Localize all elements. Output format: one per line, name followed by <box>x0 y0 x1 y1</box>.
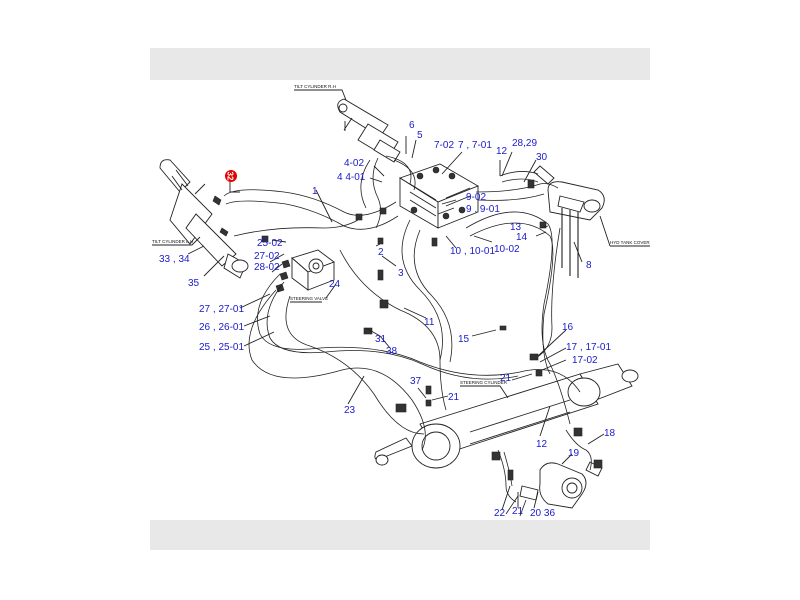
callout-22: 22 <box>494 508 506 519</box>
callout-37: 37 <box>410 376 422 387</box>
callout-10: 10 , 10-01 <box>450 246 495 257</box>
steering-valve <box>275 249 335 293</box>
callout-23: 23 <box>344 405 356 416</box>
callout-25: 25 , 25-01 <box>199 342 244 353</box>
callout-2: 2 <box>378 247 384 258</box>
callout-1: 1 <box>312 186 318 197</box>
bottom-gray-band <box>150 520 650 550</box>
callout-28-02: 28-02 <box>254 262 280 273</box>
callout-31: 31 <box>375 334 387 345</box>
tilt-cylinder-rh <box>337 98 401 163</box>
callout-4: 4 4-01 <box>337 172 366 183</box>
tag-tilt-cylinder-lh: TILT CYLINDER L.H <box>152 239 193 244</box>
callout-27-02: 27-02 <box>254 251 280 262</box>
callout-27: 27 , 27-01 <box>199 304 244 315</box>
callout-12-bottom: 12 <box>536 439 548 450</box>
callout-9: 9 , 9-01 <box>466 204 500 215</box>
callout-30: 30 <box>536 152 548 163</box>
tag-tilt-cylinder-rh: TILT CYLINDER R.H <box>294 84 336 89</box>
control-valve-block <box>398 163 480 229</box>
highlighted-callout-32: 32 <box>225 170 237 182</box>
callout-21-mid: 21 <box>448 392 460 403</box>
callout-18: 18 <box>604 428 616 439</box>
hoses <box>223 155 592 517</box>
top-gray-band <box>150 48 650 80</box>
tilt-cylinder-lh <box>159 159 249 279</box>
tag-steering-valve: STEERING VALVE <box>290 296 328 301</box>
callout-21-bottom: 21 <box>512 506 524 517</box>
callout-19: 19 <box>568 448 580 459</box>
callout-21-right: 21 <box>500 373 512 384</box>
callout-13: 13 <box>510 222 522 233</box>
steering-cylinder <box>374 363 639 469</box>
callout-26: 26 , 26-01 <box>199 322 244 333</box>
leader-lines <box>187 136 605 511</box>
callout-4-02: 4-02 <box>344 158 364 169</box>
callout-17-02: 17-02 <box>572 355 598 366</box>
tag-steering-cylinder: STEERING CYLINDER <box>460 380 508 385</box>
callout-11: 11 <box>424 317 435 328</box>
callout-6: 6 <box>409 120 415 131</box>
callout-38: 38 <box>386 346 398 357</box>
callout-20-36: 20 36 <box>530 508 555 519</box>
callout-9-02: 9-02 <box>466 192 486 203</box>
highlight-marker <box>225 170 237 182</box>
callout-12-top: 12 <box>496 146 508 157</box>
tag-hyd-tank-cover: HYD TANK COVER <box>610 240 650 245</box>
callout-labels: 6 5 7-02 7 , 7-01 12 28,29 30 4-02 4 4-0… <box>159 120 616 519</box>
callout-35: 35 <box>188 278 200 289</box>
callout-7: 7 , 7-01 <box>458 140 492 151</box>
steering-pump <box>519 461 603 509</box>
callout-14: 14 <box>516 232 528 243</box>
callout-24: 24 <box>329 279 341 290</box>
callout-10-02: 10-02 <box>494 244 520 255</box>
hyd-tank-cover <box>533 165 605 278</box>
callout-15: 15 <box>458 334 470 345</box>
component-tags: TILT CYLINDER R.H TILT CYLINDER L.H STEE… <box>152 84 650 399</box>
callout-8: 8 <box>586 260 592 271</box>
callout-17: 17 , 17-01 <box>566 342 611 353</box>
callout-16: 16 <box>562 322 574 333</box>
callout-33-34: 33 , 34 <box>159 254 190 265</box>
callout-28-29: 28,29 <box>512 138 537 149</box>
callout-3: 3 <box>398 268 404 279</box>
highlight-number: 32 <box>226 172 235 181</box>
fittings <box>261 179 603 481</box>
callout-5: 5 <box>417 130 423 141</box>
callout-7-02: 7-02 <box>434 140 454 151</box>
callout-25-02: 25-02 <box>257 238 283 249</box>
